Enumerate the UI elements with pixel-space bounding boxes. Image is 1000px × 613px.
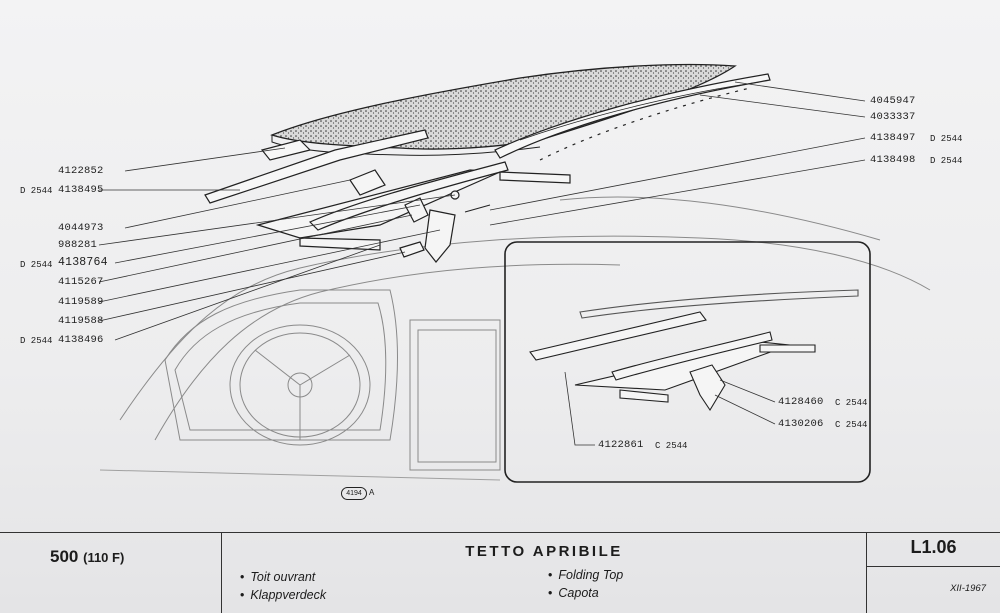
part-4138498: 4138498 [870, 154, 916, 166]
inset-detail [504, 241, 871, 483]
model-label: 500 (110 F) [50, 547, 124, 567]
bullet-icon: • [548, 568, 553, 582]
translation-spanish: •Capota [548, 586, 599, 600]
car-body-outline [99, 196, 931, 481]
part-4128460: 4128460 [778, 396, 824, 408]
translation-german: •Klappverdeck [240, 588, 327, 602]
sheet-title: TETTO APRIBILE [465, 543, 623, 560]
part-4119589: 4119589 [58, 296, 104, 308]
translation-english: •Folding Top [548, 568, 624, 582]
page-number: L1.06 [910, 537, 957, 557]
part-4122852: 4122852 [58, 165, 104, 177]
bullet-icon: • [240, 570, 245, 584]
part-4138764: 4138764 [58, 256, 108, 269]
bullet-icon: • [548, 586, 553, 600]
model-number: 500 [50, 547, 79, 566]
model-cell: 500 (110 F) [0, 533, 222, 613]
code-4130206: C 2544 [835, 420, 868, 430]
part-4115267: 4115267 [58, 276, 104, 288]
part-4033337: 4033337 [870, 111, 916, 123]
page-number-box: L1.06 [867, 533, 1000, 567]
part-4138495: 4138495 [58, 184, 104, 196]
roof-panel [270, 63, 737, 156]
frame-assembly [255, 161, 571, 263]
part-4138497: 4138497 [870, 132, 916, 144]
roof-rails [204, 73, 771, 204]
part-4119588: 4119588 [58, 315, 104, 327]
code-4138497: D 2544 [930, 134, 963, 144]
code-4122861: C 2544 [655, 441, 688, 451]
code-4128460: C 2544 [835, 398, 868, 408]
part-4138496: 4138496 [58, 334, 104, 346]
part-4045947: 4045947 [870, 95, 916, 107]
part-4122861: 4122861 [598, 439, 644, 451]
title-block: 500 (110 F) TETTO APRIBILE •Toit ouvrant… [0, 532, 1000, 613]
part-4044973: 4044973 [58, 222, 104, 234]
code-4138498: D 2544 [930, 156, 963, 166]
model-variant: (110 F) [83, 550, 125, 565]
figure-ref-id: 4194 [341, 487, 367, 500]
title-cell: TETTO APRIBILE •Toit ouvrant •Klappverde… [222, 533, 867, 613]
translation-french: •Toit ouvrant [240, 570, 316, 584]
exploded-diagram [98, 63, 931, 483]
code-4138495: D 2544 [20, 186, 53, 196]
code-4138764: D 2544 [20, 260, 53, 270]
code-4138496: D 2544 [20, 336, 53, 346]
reference-cell: L1.06 XII-1967 [867, 533, 1000, 613]
leader-lines [98, 81, 866, 446]
bullet-icon: • [240, 588, 245, 602]
issue-date: XII-1967 [950, 583, 986, 594]
figure-ref-suffix: A [369, 488, 375, 497]
part-988281: 988281 [58, 239, 98, 251]
part-4130206: 4130206 [778, 418, 824, 430]
